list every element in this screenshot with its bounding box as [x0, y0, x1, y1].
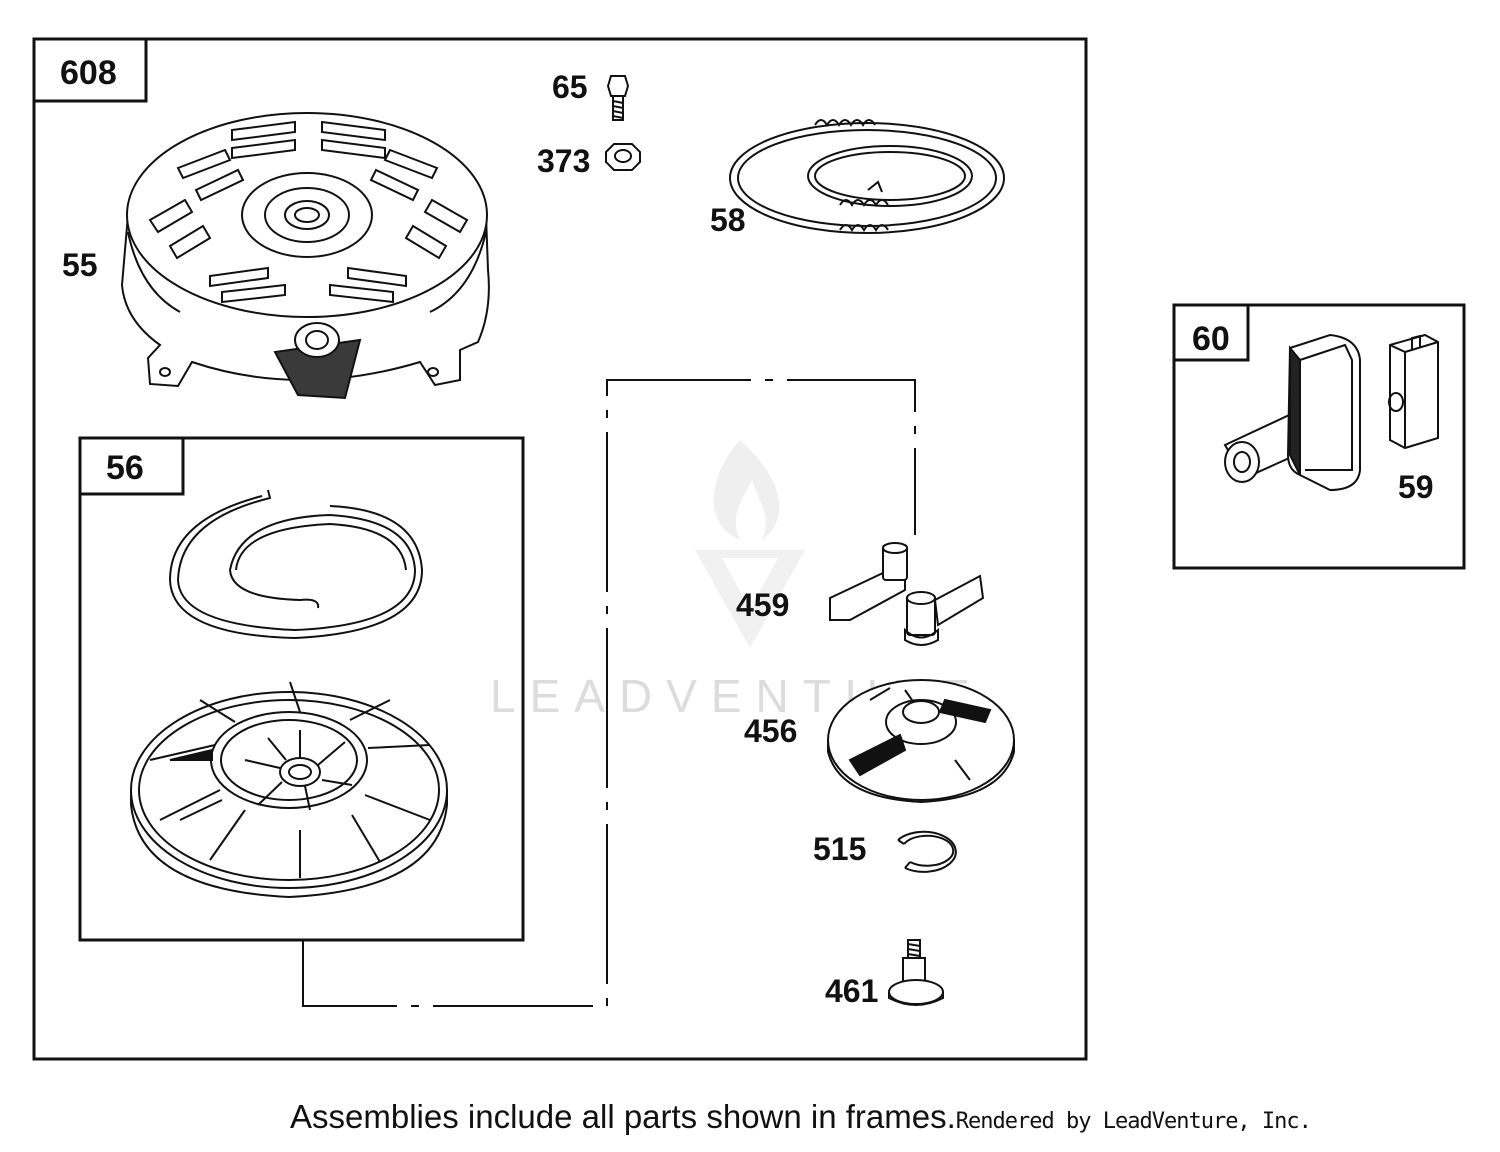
footer-credit: Rendered by LeadVenture, Inc. [955, 1109, 1312, 1134]
part-label-459: 459 [736, 587, 789, 623]
footer: Assemblies include all parts shown in fr… [290, 1098, 1312, 1136]
nut-373-drawing [605, 143, 641, 171]
screw-65-drawing [606, 75, 630, 121]
part-label-456: 456 [744, 713, 797, 749]
ring-515-drawing [897, 830, 957, 873]
part-label-59: 59 [1398, 469, 1434, 505]
part-label-461: 461 [825, 973, 878, 1009]
part-label-373: 373 [537, 143, 590, 179]
dogs-459-drawing [829, 542, 985, 646]
part-label-65: 65 [552, 69, 588, 105]
main-frame [32, 37, 1088, 1061]
reel-frame [78, 436, 525, 942]
handle-60-drawing [1223, 333, 1361, 492]
frame-label-main: 608 [60, 54, 117, 92]
part-label-55: 55 [62, 247, 98, 283]
footer-note: Assemblies include all parts shown in fr… [290, 1098, 956, 1135]
frame-label-reel: 56 [106, 449, 144, 487]
retainer-456-drawing [827, 679, 1015, 804]
handle-frame [1172, 303, 1466, 570]
assembly-connector-line [302, 379, 916, 1007]
part-label-58: 58 [710, 202, 746, 238]
reel-56-drawing [130, 489, 448, 899]
insert-59-drawing [1388, 333, 1439, 450]
frame-label-handle: 60 [1192, 320, 1230, 358]
housing-55-drawing [120, 112, 490, 400]
part-label-515: 515 [813, 831, 866, 867]
rope-58-drawing [729, 119, 1005, 234]
screw-461-drawing [888, 939, 944, 1006]
watermark-logo [695, 440, 805, 648]
